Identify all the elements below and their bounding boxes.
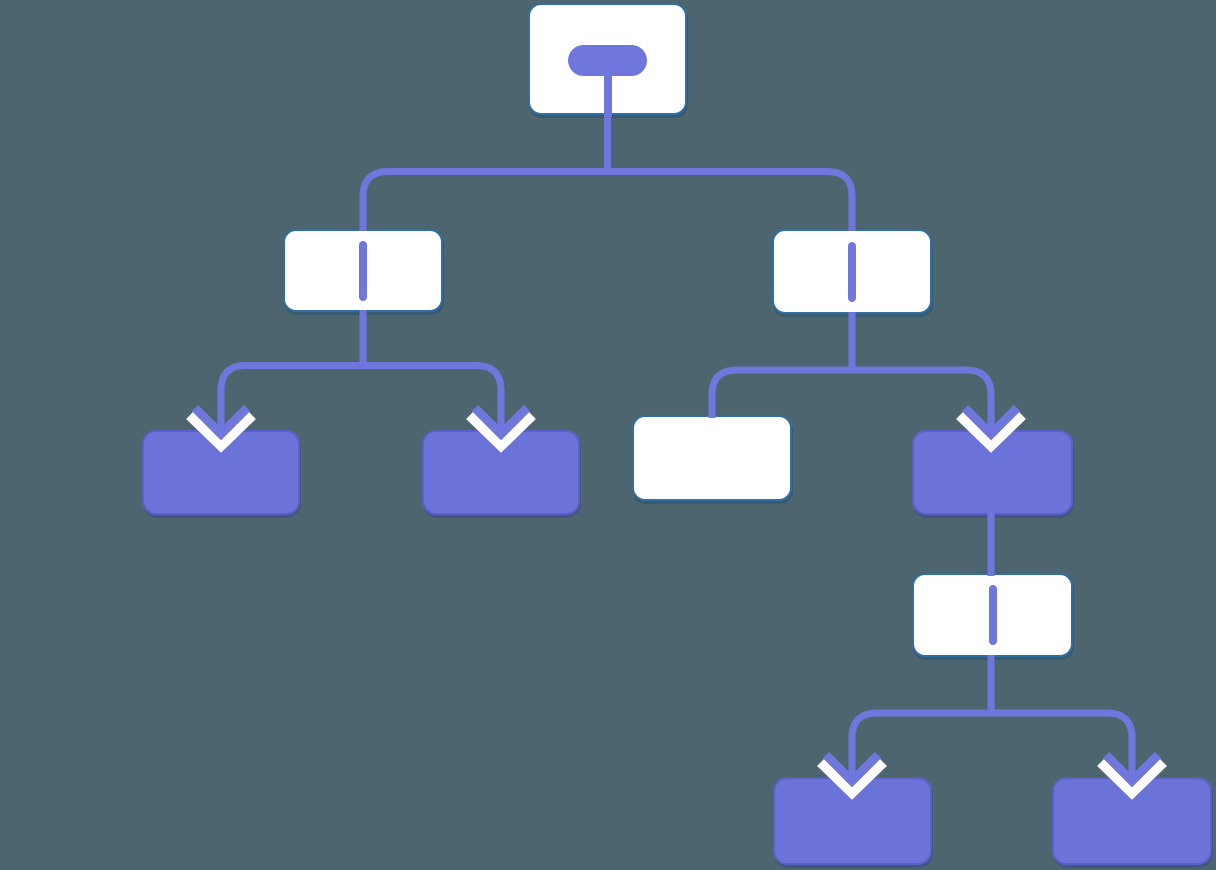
tree-node-branch-right bbox=[772, 229, 932, 314]
node-divider-bar-icon bbox=[848, 241, 856, 302]
tree-node-leaf-bottom-1 bbox=[773, 777, 932, 865]
root-stub-line bbox=[603, 74, 612, 117]
tree-node-leaf-left-2 bbox=[422, 430, 580, 515]
connector-trunk-bottom-split bbox=[848, 709, 1136, 783]
tree-node-node-right-purple bbox=[912, 430, 1073, 515]
tree-node-leaf-bottom-2 bbox=[1052, 777, 1212, 865]
node-divider-bar-icon bbox=[988, 585, 997, 645]
tree-node-branch-bottom bbox=[912, 573, 1073, 657]
tree-node-leaf-left-1 bbox=[142, 430, 300, 515]
tree-node-leaf-right-white bbox=[632, 415, 792, 501]
connector-trunk-level2 bbox=[359, 168, 856, 231]
tree-node-root bbox=[528, 3, 687, 117]
connector-trunk-left-split bbox=[217, 362, 505, 436]
root-pill-icon bbox=[568, 45, 647, 76]
tree-node-branch-left bbox=[283, 229, 443, 312]
node-divider-bar-icon bbox=[359, 240, 367, 301]
